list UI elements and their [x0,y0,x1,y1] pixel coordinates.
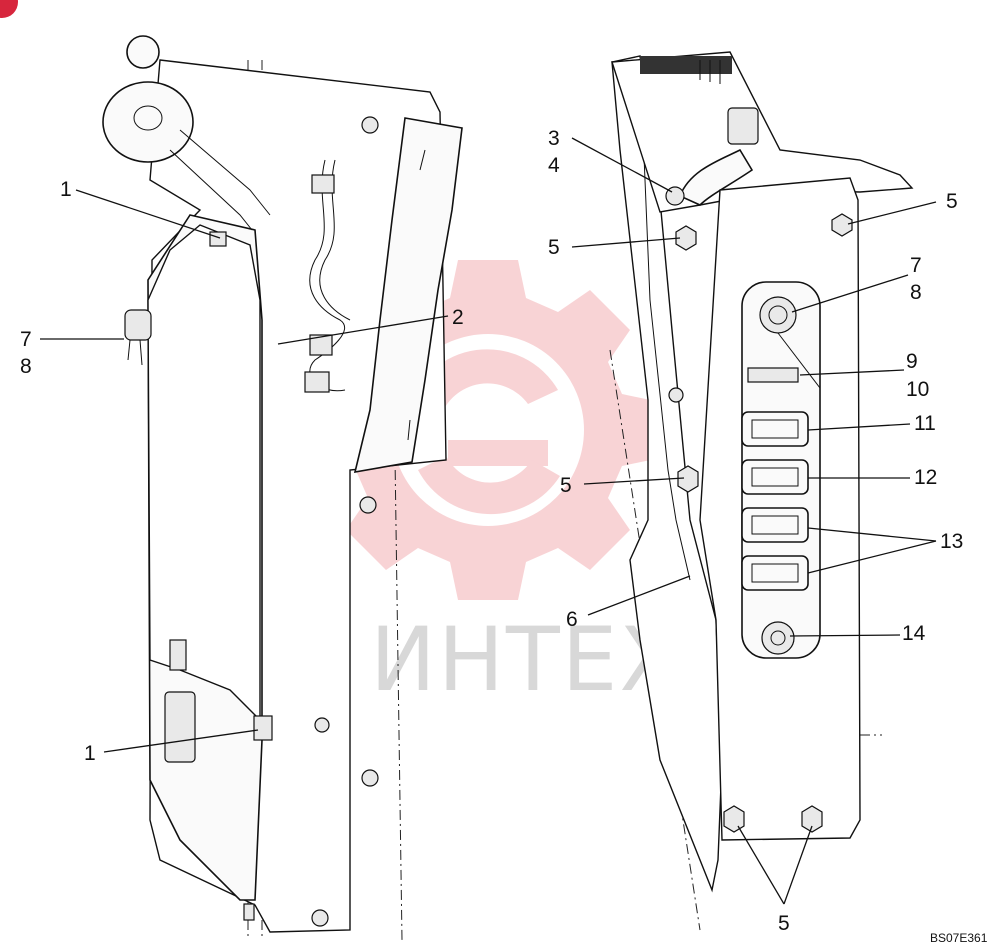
callout-11: 11 [914,412,936,435]
callout-8-right: 8 [910,281,922,304]
right-view [609,51,914,931]
left-clip-upper [209,231,227,247]
left-view [102,35,463,941]
callout-4: 4 [548,154,560,177]
watermark-text: ИНТЕХ [370,608,682,711]
callout-10: 10 [906,378,929,401]
nut-left-lower [677,465,699,493]
nut-bottom-left [723,805,745,833]
right-leaders [571,137,937,905]
round-button-14 [761,621,795,655]
right-hose [678,148,754,206]
left-top-round-part [102,81,194,163]
callout-7-left: 7 [20,328,32,351]
callout-5-upper-right: 5 [946,190,958,213]
callout-7-right: 7 [910,254,922,277]
left-latch-key [124,309,152,341]
left-top-cap [126,35,160,69]
callout-9: 9 [906,350,918,373]
callout-13: 13 [940,530,963,553]
callout-14: 14 [902,622,926,645]
right-filter-grille [640,56,732,74]
callout-3: 3 [548,127,560,150]
left-wiring-harness [309,159,346,392]
callout-2: 2 [452,306,464,329]
nut-bottom-right [801,805,823,833]
callout-1-upper: 1 [60,178,72,201]
callout-8-left: 8 [20,355,32,378]
corner-badge [0,0,18,18]
drawing-reference: BS07E361 [930,931,988,945]
callout-12: 12 [914,466,937,489]
callout-5-left-lower: 5 [560,474,572,497]
nut-upper-right [831,213,853,237]
rocker-knob [759,296,797,334]
left-clip-lower [253,715,273,741]
nut-left-upper [675,225,697,251]
right-pillar-outer [611,55,723,893]
left-connector-lower [304,371,330,393]
right-upper-housing [611,51,914,213]
callout-6: 6 [566,608,578,631]
left-pillar-trim [353,117,463,473]
left-leaders [40,189,449,753]
callout-5-left-upper: 5 [548,236,560,259]
switch-9 [747,367,799,383]
left-connector-upper [311,174,335,194]
left-enclosure [147,224,261,722]
left-connector-mid [309,334,333,356]
callout-5-bottom: 5 [778,912,790,935]
callout-1-lower: 1 [84,742,96,765]
